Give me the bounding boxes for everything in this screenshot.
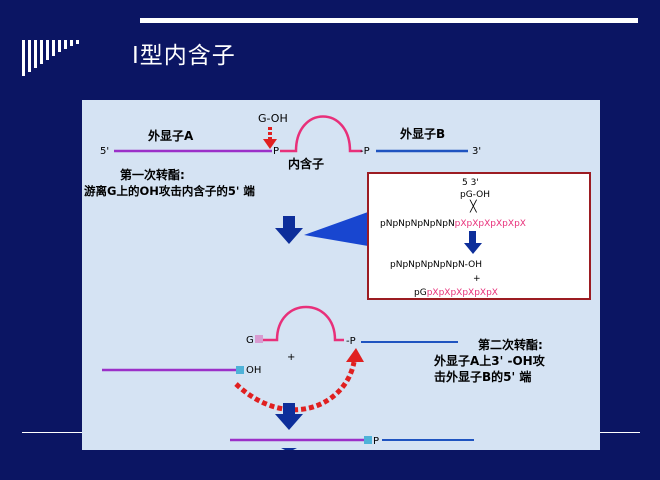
g-oh-label: G-OH — [258, 112, 288, 125]
dash-p-label: -P — [360, 146, 370, 157]
inset-pg-oh: pG-OH — [460, 190, 490, 200]
inset-position-labels: 5 3' — [462, 178, 479, 188]
down-arrow-1-head — [275, 228, 303, 244]
plus-sign: + — [287, 352, 295, 363]
g-p-box — [255, 335, 263, 343]
inset-row3: pGpXpXpXpXpXpX — [414, 288, 498, 298]
step2-desc-1: 外显子A上3' -OH攻 — [434, 353, 546, 368]
second-attack-arrow — [234, 361, 357, 413]
down-arrow-1-shaft — [283, 216, 295, 230]
down-arrow-2-shaft — [283, 403, 295, 416]
splicing-diagram: 5' 外显子A G-OH P 内含子 -P 3' 外显子B 第一次转酯: 游离G… — [84, 112, 591, 452]
step2-desc-2: 击外显子B的5' 端 — [434, 369, 531, 384]
inset-plus: + — [473, 274, 481, 284]
second-attack-arrow-head — [346, 348, 364, 362]
down-arrow-3-partial — [281, 448, 297, 452]
intron-label: 内含子 — [288, 156, 324, 171]
inset-arrow-head — [464, 243, 482, 254]
intron-loop — [280, 115, 362, 153]
title-underline — [140, 18, 638, 23]
step1-title: 第一次转酯: — [120, 167, 185, 182]
attack-arrow-head — [263, 139, 277, 149]
oh-label: OH — [246, 365, 261, 376]
inset-cross: ╳ — [469, 199, 478, 213]
junction-p: P — [373, 436, 379, 447]
inset-arrow-shaft — [469, 231, 476, 244]
down-arrow-2-head — [275, 414, 303, 430]
step2-title: 第二次转酯: — [478, 337, 543, 352]
junction-box — [364, 436, 372, 444]
inset-row1: pNpNpNpNpNpNpXpXpXpXpXpX — [380, 219, 526, 229]
footer-line-right — [600, 432, 640, 433]
three-prime-label: 3' — [472, 146, 481, 157]
inset-row2: pNpNpNpNpNpN-OH — [390, 260, 482, 270]
excised-intron-loop — [263, 305, 344, 342]
inset-box — [367, 172, 591, 300]
oh-box — [236, 366, 244, 374]
g-label: G — [246, 335, 254, 346]
step1-desc: 游离G上的OH攻击内含子的5' 端 — [84, 184, 255, 198]
footer-line-left — [22, 432, 82, 433]
slide-title: Ⅰ型内含子 — [132, 43, 236, 69]
five-prime-label: 5' — [100, 146, 109, 157]
callout-wedge — [304, 212, 368, 246]
diagram-panel: 5' 外显子A G-OH P 内含子 -P 3' 外显子B 第一次转酯: 游离G… — [82, 100, 600, 452]
exon-a-label: 外显子A — [148, 128, 194, 143]
intron-dash-p: -P — [346, 336, 356, 347]
exon-b-label: 外显子B — [400, 126, 445, 141]
p-label: P — [273, 146, 279, 157]
